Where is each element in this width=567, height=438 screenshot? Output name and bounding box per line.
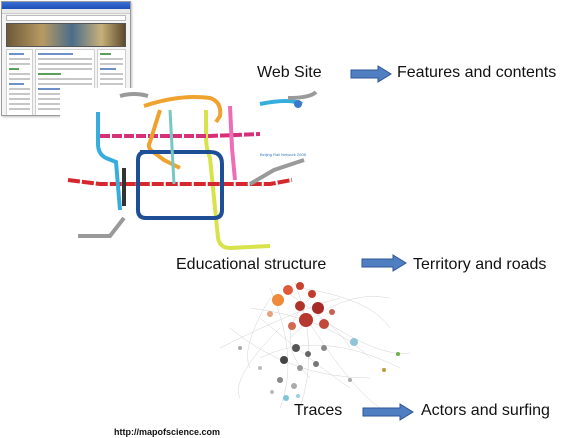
row-web-site-result: Features and contents xyxy=(397,64,557,81)
metro-line-teal xyxy=(168,109,176,185)
metro-line-red xyxy=(67,178,293,186)
right-arrow-icon xyxy=(361,254,407,272)
right-arrow-icon xyxy=(350,65,392,83)
metro-line-yellow xyxy=(204,110,271,250)
website-banner-image xyxy=(6,23,126,47)
network-nodes xyxy=(238,282,400,401)
browser-menubar xyxy=(2,9,130,14)
row-educational-structure-label: Educational structure xyxy=(176,256,327,273)
browser-titlebar xyxy=(2,2,130,9)
browser-address-bar xyxy=(6,15,126,21)
metro-line-grey xyxy=(78,90,318,238)
source-url[interactable]: http://mapofscience.com xyxy=(114,427,221,437)
right-arrow-icon xyxy=(362,403,414,421)
website-left-column xyxy=(6,49,34,115)
metro-line-pink xyxy=(228,105,237,181)
row-educational-structure-result: Territory and roads xyxy=(413,256,547,273)
airport-marker xyxy=(294,100,302,108)
row-web-site-label: Web Site xyxy=(257,64,322,81)
metro-line-dark-blue xyxy=(136,150,224,220)
website-screenshot xyxy=(1,1,131,116)
metro-map-caption: Beijing Rail Network 2008 xyxy=(260,152,307,157)
network-graph-image xyxy=(200,268,422,418)
metro-map-image: Beijing Rail Network 2008 xyxy=(60,88,330,250)
metro-line-magenta xyxy=(100,132,261,138)
row-traces-label: Traces xyxy=(294,402,343,419)
row-traces-result: Actors and surfing xyxy=(421,402,550,419)
